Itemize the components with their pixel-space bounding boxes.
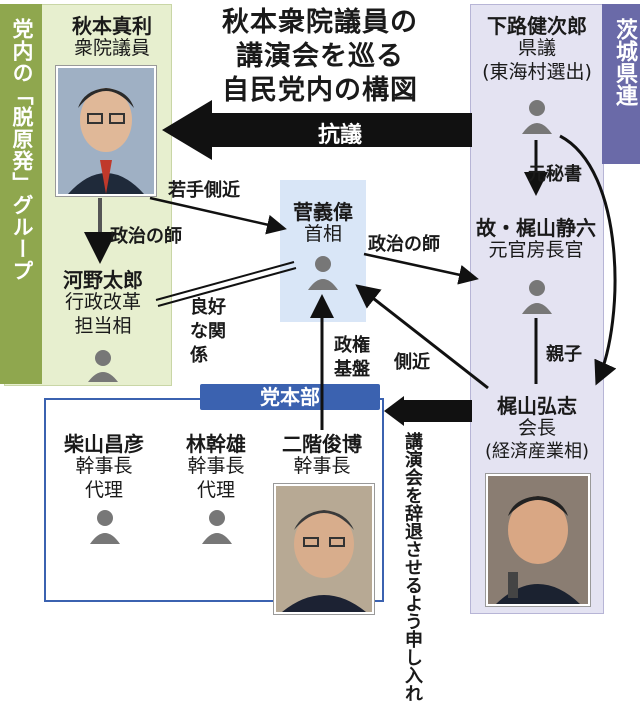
mentor-left-label: 政治の師 — [110, 226, 182, 247]
kajiyama-seiroku-name: 故・梶山静六 — [476, 216, 596, 240]
hayashi-person-icon — [202, 510, 232, 544]
shibayama-role2: 代理 — [84, 479, 123, 501]
nikai-photo — [274, 484, 374, 614]
anti-nuclear-group-label: 党内の「脱原発」グループ — [0, 4, 42, 384]
protest-label: 抗議 — [318, 123, 363, 148]
suga-role: 首相 — [303, 223, 342, 245]
kajiyama-hiroshi-role2: (経済産業相) — [484, 441, 590, 462]
shibayama-name: 柴山昌彦 — [64, 432, 144, 456]
hayashi-role2: 代理 — [196, 479, 235, 501]
kajiyama-portrait-icon — [488, 476, 588, 604]
kono-role1: 行政改革 — [64, 291, 141, 313]
suga-person-icon — [308, 256, 338, 290]
shibayama-role1: 幹事長 — [75, 455, 133, 477]
kajiyama-hiroshi-photo — [486, 474, 590, 606]
shimoji-role1: 県議 — [517, 37, 556, 59]
nikai-role: 幹事長 — [293, 455, 351, 477]
close-aide-label: 側近 — [394, 352, 430, 373]
akimoto-role: 衆院議員 — [73, 37, 150, 59]
good-relations-line-a — [155, 261, 295, 301]
shimoji-person-icon — [522, 100, 552, 134]
nikai-name: 二階俊博 — [282, 432, 362, 456]
kajiyama-hiroshi-role1: 会長 — [517, 417, 556, 439]
shibayama-person-icon — [90, 510, 120, 544]
akimoto-name: 秋本真利 — [72, 14, 152, 38]
kono-person-icon — [88, 350, 118, 382]
protest-arrow — [162, 100, 472, 160]
shimoji-role2: (東海村選出) — [482, 61, 592, 83]
good-relations-label: 良好な関係 — [190, 297, 226, 366]
mentor-mid-label: 政治の師 — [368, 234, 440, 255]
relation-arrows — [84, 100, 617, 430]
suga-name: 菅義偉 — [293, 200, 353, 224]
kajiyama-seiroku-role: 元官房長官 — [488, 239, 584, 261]
ibaraki-chapter-label: 茨城県連 — [602, 4, 640, 164]
power-base-label: 政権基盤 — [334, 335, 370, 380]
party-hq-label: 党本部 — [200, 384, 380, 410]
young-aide-arrow — [149, 196, 287, 235]
kajiyama-seiroku-person-icon — [522, 280, 552, 314]
shimoji-name: 下路健次郎 — [487, 14, 587, 38]
kono-role2: 担当相 — [74, 315, 132, 337]
pressure-arrow — [384, 396, 472, 426]
young-aide-label: 若手側近 — [168, 180, 240, 201]
hayashi-name: 林幹雄 — [186, 432, 246, 456]
diagram-title: 秋本衆院議員の 講演会を巡る 自民党内の構図 — [222, 7, 418, 106]
hayashi-role1: 幹事長 — [187, 455, 245, 477]
nikai-portrait-icon — [276, 486, 372, 612]
mentor-mid-arrow — [363, 252, 479, 285]
akimoto-portrait-icon — [58, 68, 154, 194]
former-secretary-label: 元秘書 — [528, 164, 582, 185]
kajiyama-hiroshi-name: 梶山弘志 — [497, 394, 577, 418]
akimoto-photo — [56, 66, 156, 196]
kono-name: 河野太郎 — [63, 268, 143, 292]
shimoji-kajiyama-arrow — [559, 134, 617, 386]
close-aide-arrow — [355, 284, 489, 390]
good-relations-line-b — [157, 267, 297, 307]
pressure-label: 講演会を辞退させるよう申し入れ — [402, 432, 423, 702]
parent-child-label: 親子 — [546, 344, 582, 365]
